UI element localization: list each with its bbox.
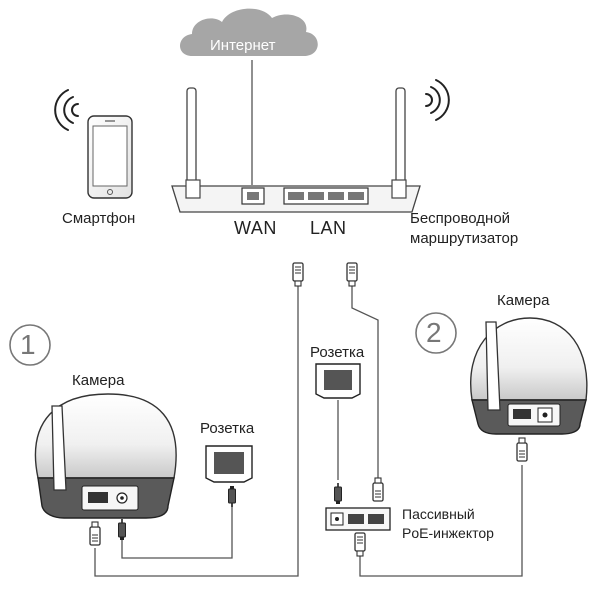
outlet-2-label: Розетка: [310, 344, 365, 361]
option-2-number: 2: [426, 317, 442, 348]
cables: [94, 60, 523, 577]
camera-1-ethernet-plug-icon: [89, 521, 101, 546]
option-1-number: 1: [20, 329, 36, 360]
camera-1-icon: [34, 393, 177, 519]
lan-cable-plug-icon: [346, 262, 358, 287]
smartphone-icon: [87, 115, 133, 199]
option-2-badge: [415, 312, 457, 354]
internet-cloud-icon: [180, 8, 318, 57]
injector-label-line1: Пассивный: [402, 506, 475, 522]
router-label-line2: маршрутизатор: [410, 230, 519, 247]
injector-label-line2: PoE-инжектор: [402, 525, 494, 541]
option-1-badge: [9, 324, 51, 366]
router-icon: [171, 87, 421, 213]
smartphone-label: Смартфон: [62, 210, 136, 227]
injector-output-plug-icon: [354, 532, 366, 557]
wan-label: WAN: [234, 218, 277, 238]
injector-lan-plug-icon: [372, 477, 384, 502]
poe-injector-icon: [325, 507, 391, 531]
outlet-1-adapter-icon: [205, 445, 253, 508]
outlet-1-label: Розетка: [200, 420, 255, 437]
camera-1-power-plug-icon: [117, 518, 127, 541]
internet-label: Интернет: [210, 37, 276, 54]
router-wifi-icon: [425, 79, 450, 121]
smartphone-wifi-icon: [54, 89, 79, 131]
outlet-2-adapter-icon: [315, 363, 361, 399]
camera-2-label: Камера: [497, 292, 550, 309]
camera-2-ethernet-plug-icon: [516, 437, 528, 462]
router-label-line1: Беспроводной: [410, 210, 511, 227]
camera-1-label: Камера: [72, 372, 125, 389]
camera-2-icon: [470, 317, 588, 435]
wan-cable-plug-icon: [292, 262, 304, 287]
injector-power-plug-icon: [333, 482, 343, 505]
lan-label: LAN: [310, 218, 347, 238]
